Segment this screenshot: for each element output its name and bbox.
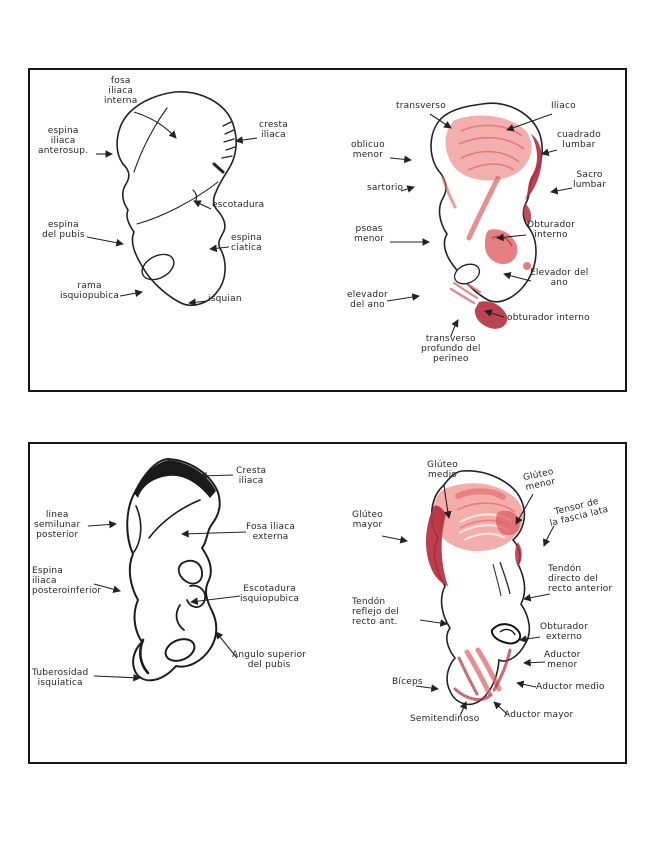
hip-muscles-lateral-drawing (425, 470, 531, 706)
gluteus-medius-muscle (433, 483, 523, 552)
iliac-crest-band (134, 460, 216, 498)
label-semitendinoso: Semitendinoso (410, 714, 480, 724)
label-biceps: Bíceps (392, 677, 423, 687)
label-obturador-externo: Obturador externo (540, 622, 588, 643)
label-sartorio: sartorio (367, 183, 404, 193)
leader-arrows (86, 111, 573, 337)
label-gluteo-medio: Glúteo medio (427, 460, 458, 481)
obturator-externus-muscle (490, 623, 522, 645)
label-sacro-lumbar: Sacro lumbar (573, 170, 607, 191)
pelvis-lateral-view-panel: Cresta iliaca linea semilunar posterior … (28, 442, 627, 764)
label-angulo-superior-pubis: Angulo superior del pubis (232, 650, 307, 671)
perineal-muscle (474, 301, 508, 329)
label-tendon-reflejo-recto-ant: Tendón reflejo del recto ant. (352, 597, 400, 628)
hip-bone-medial-drawing (116, 91, 237, 306)
label-espina-iliaca-posteroinferior: Espina iliaca posteroinferior (32, 566, 102, 597)
sartorius-muscle (441, 176, 457, 209)
label-iliaco: Iliaco (551, 101, 576, 111)
gluteus-maximus-muscle (425, 505, 448, 586)
label-escotadura: escotadura (212, 200, 265, 210)
label-transverso-profundo-perineo: transverso profundo del perineo (421, 334, 481, 365)
hip-bone-lateral-drawing (126, 458, 221, 682)
label-cresta-iliaca: cresta iliaca (259, 120, 288, 141)
label-gluteo-mayor: Glúteo mayor (352, 510, 383, 531)
label-aductor-menor: Aductor menor (544, 650, 581, 671)
label-psoas-menor: psoas menor (354, 224, 385, 245)
label-elevador-del-ano-izq: elevador del ano (347, 290, 388, 311)
psoas-muscle (466, 175, 501, 241)
tensor-fascia-lata-muscle (515, 542, 522, 567)
pelvis-lateral-drawing (87, 458, 555, 717)
label-obturador-interno-inf: obturador interno (507, 313, 590, 323)
pelvis-medial-drawing (86, 91, 573, 337)
label-rama-isquiopubica: rama isquiopubica (60, 281, 120, 302)
crest-hatching (221, 121, 236, 159)
hip-muscles-medial-drawing (430, 102, 543, 329)
label-isquian: isquian (208, 294, 242, 304)
obturator-foramen (453, 263, 481, 285)
label-espina-ciatica: espina ciatica (231, 233, 262, 254)
label-obturador-interno-sup: Obturador interno (527, 220, 575, 241)
sacrolumbar-muscle (525, 134, 542, 200)
label-fosa-iliaca-externa: Fosa iliaca externa (246, 522, 296, 543)
pelvis-medial-view-panel: fosa iliaca interna cresta iliaca espina… (28, 68, 627, 392)
label-cuadrado-lumbar: cuadrado lumbar (557, 130, 601, 151)
label-linea-semilunar-posterior: linea semilunar posterior (34, 510, 81, 541)
label-espina-del-pubis: espina del pubis (42, 220, 85, 241)
label-aductor-mayor: Aductor mayor (504, 710, 574, 720)
label-transverso: transverso (396, 101, 446, 111)
iliacus-muscle (445, 115, 532, 181)
label-aductor-medio: Aductor medio (536, 682, 605, 692)
label-cresta-iliaca-post: Cresta iliaca (236, 466, 267, 487)
label-tendon-directo-recto-anterior: Tendón directo del recto anterior (548, 564, 613, 595)
label-oblicuo-menor: oblicuo menor (351, 140, 385, 161)
label-elevador-del-ano-der: Elevador del ano (530, 268, 589, 289)
gluteus-minimus-muscle (495, 510, 520, 536)
label-espina-iliaca-anterosup: espina iliaca anterosup. (38, 126, 89, 157)
label-fosa-iliaca-interna: fosa iliaca interna (104, 76, 138, 107)
leader-arrows (87, 471, 555, 717)
label-escotadura-isquiopubica: Escotadura isquiopubica (240, 584, 300, 605)
label-tuberosidad-isquiatica: Tuberosidad isquiatica (32, 668, 89, 689)
